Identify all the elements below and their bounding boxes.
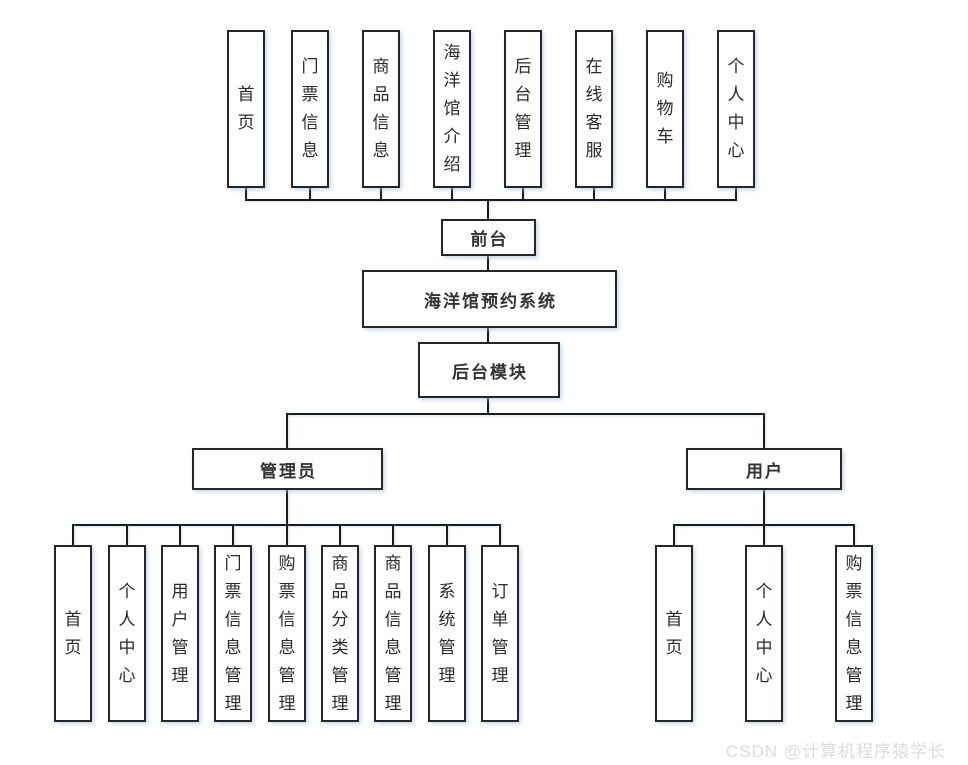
- connector-edge: [763, 413, 765, 448]
- csdn-watermark: CSDN @计算机程序猿学长: [725, 742, 946, 761]
- node-label: 个人中心: [755, 581, 773, 686]
- node-role-user: 用户: [686, 448, 842, 490]
- connector-edge: [286, 524, 288, 545]
- connector-edge: [245, 187, 247, 201]
- connector-edge: [499, 524, 501, 545]
- connector-edge: [763, 524, 765, 545]
- node-label: 后台模块: [452, 362, 528, 382]
- connector-edge: [673, 524, 675, 545]
- connector-edge: [664, 187, 666, 201]
- node-label: 门票信息管理: [224, 553, 242, 714]
- node-label: 商品信息管理: [384, 553, 402, 714]
- node-label: 订单管理: [491, 581, 509, 686]
- node-front-backend-manage: 后台管理: [504, 30, 542, 188]
- connector-edge: [487, 397, 489, 414]
- node-label: 海洋馆介绍: [443, 43, 461, 175]
- connector-edge: [522, 187, 524, 201]
- node-label: 购物车: [656, 71, 674, 147]
- node-label: 个人中心: [727, 57, 745, 161]
- node-label: 前台: [470, 230, 509, 249]
- node-admin-goods-info-manage: 商品信息管理: [374, 545, 412, 722]
- node-admin-ticket-purchase-manage: 购票信息管理: [268, 545, 306, 722]
- node-admin-ticket-info-manage: 门票信息管理: [214, 545, 252, 722]
- node-role-admin: 管理员: [192, 448, 383, 490]
- connector-edge: [853, 524, 855, 545]
- node-back-group: 后台模块: [418, 342, 560, 398]
- node-label: 首页: [237, 85, 255, 133]
- connector-edge: [380, 187, 382, 201]
- node-front-personal-center: 个人中心: [717, 30, 755, 188]
- node-label: 门票信息: [301, 57, 319, 161]
- node-label: 首页: [665, 609, 683, 658]
- connector-bus-split: [286, 413, 765, 415]
- connector-edge: [446, 524, 448, 545]
- node-admin-system-manage: 系统管理: [428, 545, 466, 722]
- connector-edge: [126, 524, 128, 545]
- connector-edge: [451, 187, 453, 201]
- connector-edge: [72, 524, 74, 545]
- connector-bus-top: [245, 199, 737, 201]
- node-front-cart: 购物车: [646, 30, 684, 188]
- connector-edge: [735, 187, 737, 201]
- node-label: 首页: [64, 609, 82, 658]
- node-label: 用户: [746, 461, 784, 481]
- node-label: 后台管理: [514, 57, 532, 161]
- node-label: 商品信息: [372, 57, 390, 161]
- node-label: 购票信息管理: [845, 553, 863, 714]
- node-admin-order-manage: 订单管理: [481, 545, 519, 722]
- node-front-group: 前台: [441, 219, 536, 256]
- node-user-home: 首页: [655, 545, 693, 722]
- node-admin-personal-center: 个人中心: [108, 545, 146, 722]
- node-user-ticket-purchase-manage: 购票信息管理: [835, 545, 873, 722]
- node-front-online-service: 在线客服: [575, 30, 613, 188]
- connector-edge: [392, 524, 394, 545]
- connector-edge: [487, 327, 489, 342]
- node-label: 商品分类管理: [331, 553, 349, 714]
- connector-edge: [339, 524, 341, 545]
- connector-edge: [286, 413, 288, 448]
- node-label: 个人中心: [118, 581, 136, 686]
- node-label: 用户管理: [171, 581, 189, 686]
- node-label: 管理员: [260, 461, 317, 481]
- node-admin-user-manage: 用户管理: [161, 545, 199, 722]
- node-front-home: 首页: [227, 30, 265, 188]
- node-label: 海洋馆预约系统: [424, 291, 557, 311]
- connector-edge: [593, 187, 595, 201]
- node-user-personal-center: 个人中心: [745, 545, 783, 722]
- connector-edge: [286, 489, 288, 526]
- connector-edge: [309, 187, 311, 201]
- node-front-goods-info: 商品信息: [362, 30, 400, 188]
- node-label: 系统管理: [438, 581, 456, 686]
- connector-edge: [487, 255, 489, 270]
- node-admin-home: 首页: [54, 545, 92, 722]
- node-label: 购票信息管理: [278, 553, 296, 714]
- connector-edge: [179, 524, 181, 545]
- node-label: 在线客服: [585, 57, 603, 161]
- connector-edge: [232, 524, 234, 545]
- connector-edge: [487, 199, 489, 219]
- node-admin-goods-category-manage: 商品分类管理: [321, 545, 359, 722]
- node-root-system: 海洋馆预约系统: [362, 270, 617, 328]
- node-front-ticket-info: 门票信息: [291, 30, 329, 188]
- connector-edge: [763, 489, 765, 526]
- node-front-aquarium-intro: 海洋馆介绍: [433, 30, 471, 188]
